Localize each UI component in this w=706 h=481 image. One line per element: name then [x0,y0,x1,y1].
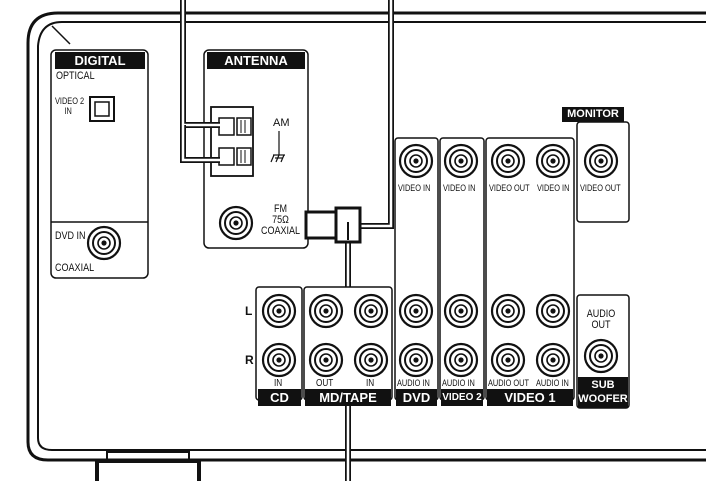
dvd-video-in-label: VIDEO IN [398,183,431,193]
monitor-header: MONITOR [562,107,624,122]
chassis-outline [26,11,706,462]
audio-out-label: AUDIO OUT [583,309,619,331]
digital-section-box [50,49,149,279]
optical-video2-label: VIDEO 2 IN [55,96,85,116]
md-out-label: OUT [316,378,334,389]
video1-audio-in-l-jack[interactable] [535,293,571,329]
fm-plug-connector [304,206,362,244]
video1-audio-in-r-jack[interactable] [535,342,571,378]
monitor-video-out-jack[interactable] [583,143,619,179]
video2-video-in-label: VIDEO IN [443,183,476,193]
md-tape-section-label: MD/TAPE [305,389,391,406]
cd-section-label: CD [258,389,301,406]
video2-audio-in-l-jack[interactable] [443,293,479,329]
right-channel-label: R [245,353,254,367]
subwoofer-audio-out-jack[interactable] [583,338,619,374]
video2-in-text: IN [64,106,72,116]
left-channel-label: L [245,304,253,318]
antenna-header: ANTENNA [207,52,305,69]
coaxial-label: COAXIAL [55,262,95,274]
subwoofer-section-label: SUB WOOFER [578,377,628,408]
sub-line1: SUB [591,379,615,391]
fm-label-block: FM 75Ω COAXIAL [260,204,301,237]
audio-out-line2: OUT [591,319,611,331]
monitor-video-out-label: VIDEO OUT [580,183,621,193]
video2-audio-in-label: AUDIO IN [442,378,475,388]
cd-in-label: IN [274,378,283,389]
am-ground-symbol [270,131,285,163]
md-in-label: IN [366,378,375,389]
sub-line2: WOOFER [578,393,628,405]
video1-video-in-label: VIDEO IN [537,183,570,193]
am-label: AM [273,117,290,129]
video2-video-in-jack[interactable] [443,143,479,179]
optical-jack[interactable] [89,96,115,122]
video1-audio-out-label: AUDIO OUT [488,378,530,388]
video1-audio-in-label: AUDIO IN [536,378,569,388]
md-out-r-jack[interactable] [308,342,344,378]
fm-coaxial-label: COAXIAL [260,225,301,237]
video2-text: VIDEO 2 [55,96,85,106]
cd-in-r-jack[interactable] [261,342,297,378]
dvd-video-in-jack[interactable] [398,143,434,179]
digital-header: DIGITAL [55,52,145,69]
dvd-coaxial-jack[interactable] [86,225,122,261]
video1-video-out-jack[interactable] [490,143,526,179]
dvd-audio-in-l-jack[interactable] [398,293,434,329]
cd-in-l-jack[interactable] [261,293,297,329]
am-antenna-wire [180,0,220,163]
antenna-section-box [203,49,309,249]
video2-section-label: VIDEO 2 [441,389,483,406]
video1-audio-out-l-jack[interactable] [490,293,526,329]
dvd-audio-in-label: AUDIO IN [397,378,430,388]
fm-label: FM [273,203,288,215]
fm-ohm-label: 75Ω [272,214,289,226]
video1-video-in-jack[interactable] [535,143,571,179]
md-in-l-jack[interactable] [353,293,389,329]
md-out-l-jack[interactable] [308,293,344,329]
video2-audio-in-r-jack[interactable] [443,342,479,378]
dvd-in-label: DVD IN [55,230,86,242]
fm-coaxial-jack[interactable] [218,205,254,241]
video1-video-out-label: VIDEO OUT [489,183,530,193]
am-terminal[interactable] [210,106,254,177]
dvd-audio-in-r-jack[interactable] [398,342,434,378]
video1-section-label: VIDEO 1 [487,389,573,406]
chassis-foot [95,451,201,481]
dvd-section-label: DVD [396,389,437,406]
audio-out-line1: AUDIO [586,308,616,320]
md-in-r-jack[interactable] [353,342,389,378]
optical-label: OPTICAL [56,70,95,82]
video1-audio-out-r-jack[interactable] [490,342,526,378]
